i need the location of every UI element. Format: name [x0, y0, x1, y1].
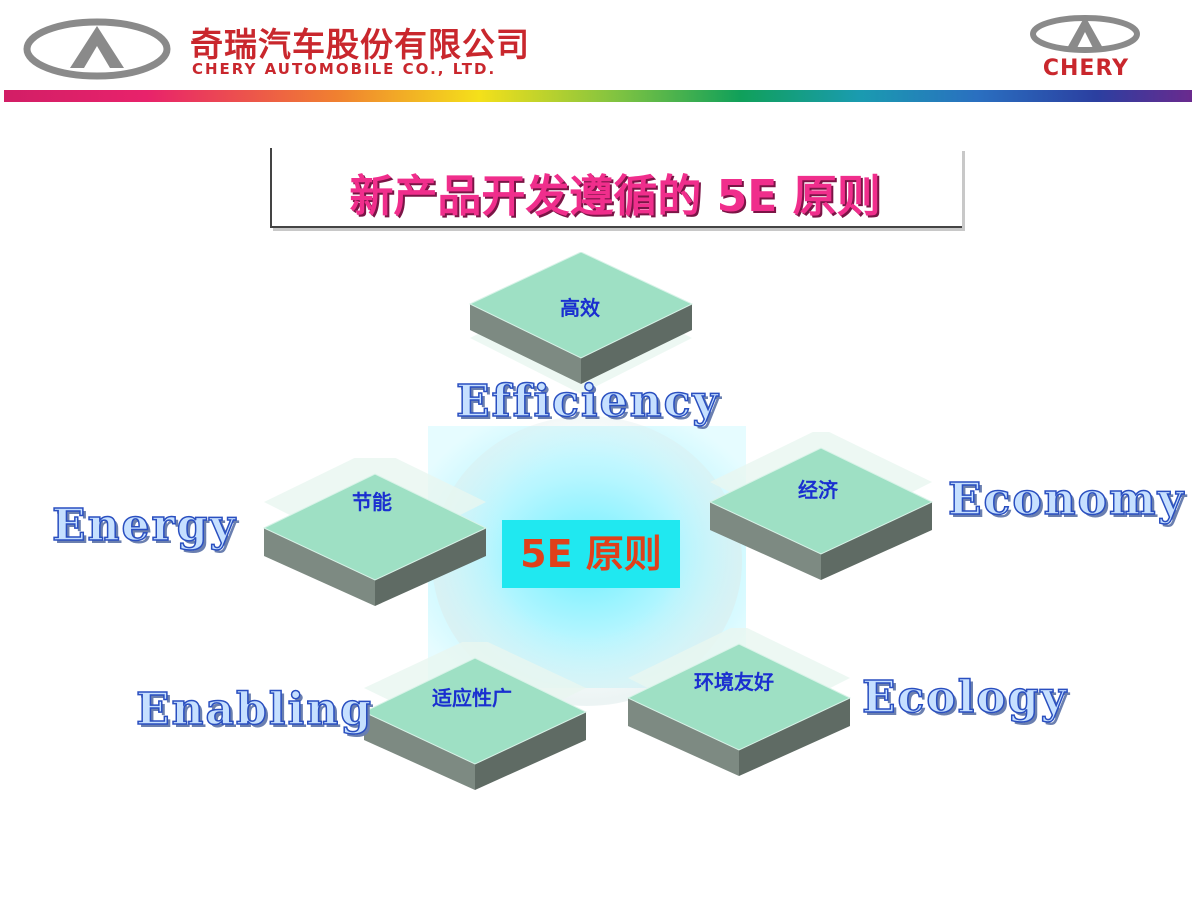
en-word-economy: Economy: [947, 473, 1186, 526]
diamond-block-ecology: [624, 628, 854, 778]
node-label-energy: 节能: [352, 490, 392, 514]
company-name-en: CHERY AUTOMOBILE CO., LTD.: [192, 60, 497, 78]
chery-logo-right-icon: [1010, 12, 1160, 60]
en-word-enabling: Enabling: [135, 683, 373, 736]
diamond-block-economy: [706, 432, 936, 582]
brand-name: CHERY: [1042, 56, 1130, 81]
node-label-economy: 经济: [798, 478, 838, 502]
title-frame: [270, 148, 962, 228]
node-label-enabling: 适应性广: [432, 686, 512, 710]
diamond-block-enabling: [360, 642, 590, 792]
company-name-cn: 奇瑞汽车股份有限公司: [190, 25, 530, 64]
header-divider: [4, 90, 1192, 102]
page-title: 新产品开发遵循的 5E 原则: [349, 171, 881, 222]
en-word-energy: Energy: [51, 499, 238, 552]
center-label: 5E 原则: [502, 520, 680, 588]
en-word-efficiency: Efficiency: [455, 375, 720, 428]
diamond-block-energy: [260, 458, 490, 608]
en-word-ecology: Ecology: [861, 671, 1069, 724]
node-label-ecology: 环境友好: [694, 670, 774, 694]
diamond-block-efficiency: [466, 252, 696, 402]
chery-logo-left-icon: [22, 18, 172, 84]
node-label-efficiency: 高效: [560, 296, 600, 320]
